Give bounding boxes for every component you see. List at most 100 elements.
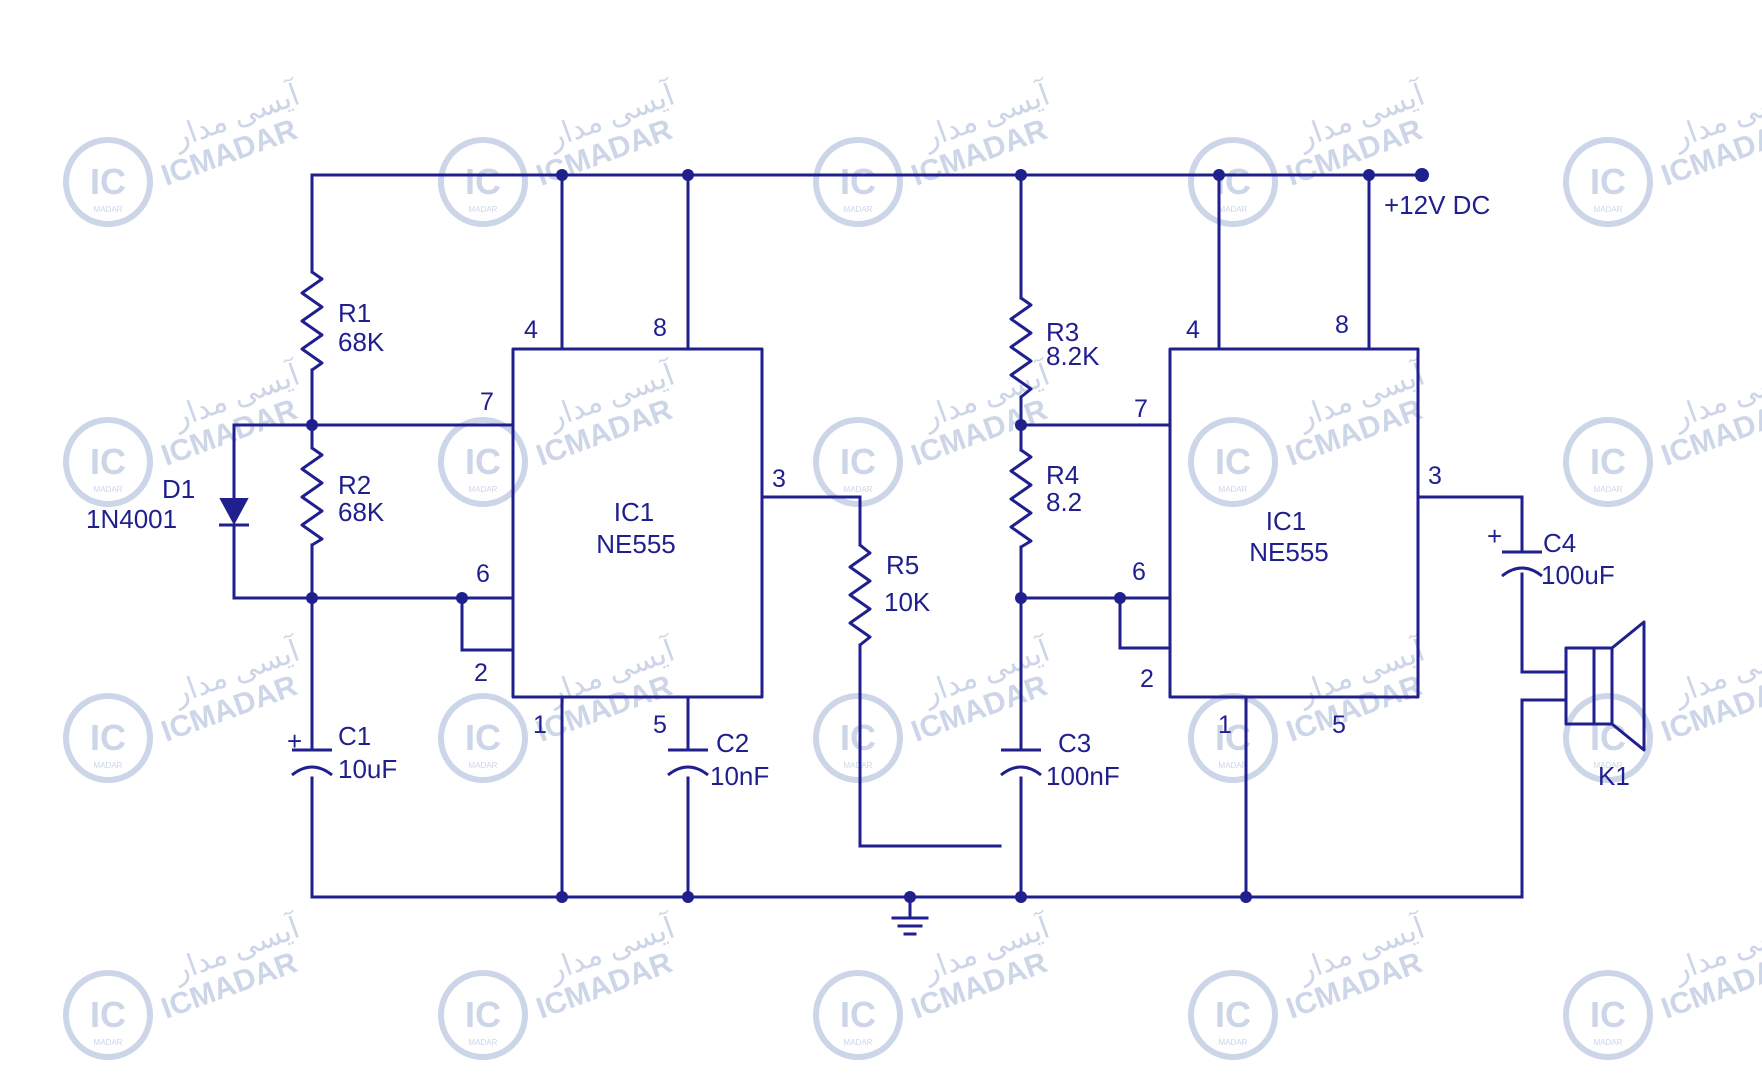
watermark-logo-text: IC: [465, 161, 501, 202]
c1-ref: C1: [338, 721, 371, 751]
ic2-pin2-label: 2: [1140, 665, 1154, 693]
c4-value: 100uF: [1541, 560, 1615, 590]
watermark-logo-sub: MADAR: [844, 1038, 873, 1047]
k1-ref: K1: [1598, 761, 1630, 791]
ic2-pin1-label: 1: [1218, 711, 1232, 739]
resistor-icon: [300, 270, 324, 372]
wire-ic1-pin2: [460, 596, 515, 652]
ic2-pin4-label: 4: [1186, 316, 1200, 344]
r5-value: 10K: [884, 587, 931, 617]
watermark-ring-icon: [63, 137, 153, 227]
wire-ic1-pin3: [760, 495, 862, 547]
ic1-pin7-label: 7: [480, 388, 494, 416]
watermark-logo-text: IC: [465, 994, 501, 1035]
watermark-logo-text: IC: [90, 161, 126, 202]
watermark-logo-text: IC: [90, 441, 126, 482]
junction-dot: [456, 592, 468, 604]
resistor-r2: [300, 446, 324, 547]
speaker-magnet: [1592, 646, 1614, 726]
ic2-name: IC1: [1266, 506, 1306, 536]
ic2-pin8-label: 8: [1335, 311, 1349, 339]
junction-dot: [1363, 169, 1375, 181]
r1-ref: R1: [338, 298, 371, 328]
watermark-logo-sub: MADAR: [1594, 205, 1623, 214]
capacitor-curved-plate: [667, 765, 709, 777]
resistor-icon: [1009, 296, 1033, 399]
watermark-ring-icon: [813, 970, 903, 1060]
watermark-ring-icon: [63, 693, 153, 783]
wire-speaker-gnd: [1520, 698, 1568, 899]
capacitor-c2: [667, 748, 709, 777]
watermark-ring-icon: [1563, 417, 1653, 507]
capacitor-c3: [1000, 748, 1042, 777]
resistor-r1: [300, 270, 324, 372]
junction-dot: [1015, 891, 1027, 903]
c3-value: 100nF: [1046, 761, 1120, 791]
ic2-pin3-label: 3: [1428, 462, 1442, 490]
r4-value: 8.2: [1046, 487, 1082, 517]
watermark-logo-sub: MADAR: [844, 205, 873, 214]
watermark-logo-sub: MADAR: [1219, 205, 1248, 214]
c4-ref: C4: [1543, 528, 1576, 558]
ic2-pin6-label: 6: [1132, 558, 1146, 586]
r4-ref: R4: [1046, 460, 1079, 490]
capacitor-curved-plate: [1501, 566, 1543, 578]
watermark-logo-sub: MADAR: [1219, 761, 1248, 770]
c1-polarity: +: [287, 726, 302, 756]
wire-ic2-pin3: [1416, 495, 1524, 554]
ic1-part: NE555: [596, 529, 676, 559]
resistor-icon: [300, 446, 324, 547]
watermark-ring-icon: [813, 417, 903, 507]
junction-dot: [1114, 592, 1126, 604]
capacitor-curved-plate: [1000, 765, 1042, 777]
ic1-pin5-label: 5: [653, 711, 667, 739]
r3-ref: R3: [1046, 317, 1079, 347]
capacitor-c1: [291, 726, 333, 777]
junction-dot: [1213, 169, 1225, 181]
watermark-logo-sub: MADAR: [1219, 1038, 1248, 1047]
ic1-pin1-label: 1: [533, 711, 547, 739]
watermark-logo-text: IC: [1215, 441, 1251, 482]
watermark-ring-icon: [438, 693, 528, 783]
watermark-logo-text: IC: [840, 994, 876, 1035]
capacitor-c4: [1501, 550, 1543, 578]
r2-ref: R2: [338, 470, 371, 500]
c2-value: 10nF: [710, 761, 769, 791]
watermark-logo-text: IC: [465, 717, 501, 758]
watermark-logo-sub: MADAR: [1219, 485, 1248, 494]
resistor-icon: [848, 543, 872, 647]
capacitor-curved-plate: [291, 765, 333, 777]
watermark-ring-icon: [1188, 970, 1278, 1060]
ic2-pin5-label: 5: [1332, 711, 1346, 739]
watermark-logo-sub: MADAR: [469, 205, 498, 214]
diode-icon: [219, 498, 249, 526]
junction-dot: [306, 592, 318, 604]
junction-dot: [306, 419, 318, 431]
junction-dot: [1240, 891, 1252, 903]
watermark-logo-text: IC: [90, 717, 126, 758]
junction-dot: [682, 891, 694, 903]
r5-ref: R5: [886, 550, 919, 580]
c3-ref: C3: [1058, 728, 1091, 758]
d1-value: 1N4001: [86, 504, 177, 534]
resistor-r5: [848, 543, 872, 647]
watermark-ring-icon: [1188, 417, 1278, 507]
wiring: [232, 173, 1568, 899]
speaker-icon: [1564, 646, 1596, 726]
r1-value: 68K: [338, 327, 385, 357]
watermark-logo-text: IC: [840, 717, 876, 758]
watermark-ring-icon: [438, 417, 528, 507]
watermark-logo-sub: MADAR: [1594, 485, 1623, 494]
watermark-logo-sub: MADAR: [94, 1038, 123, 1047]
c2-ref: C2: [716, 728, 749, 758]
ic1-pin3-label: 3: [772, 465, 786, 493]
watermark-logo-sub: MADAR: [844, 485, 873, 494]
